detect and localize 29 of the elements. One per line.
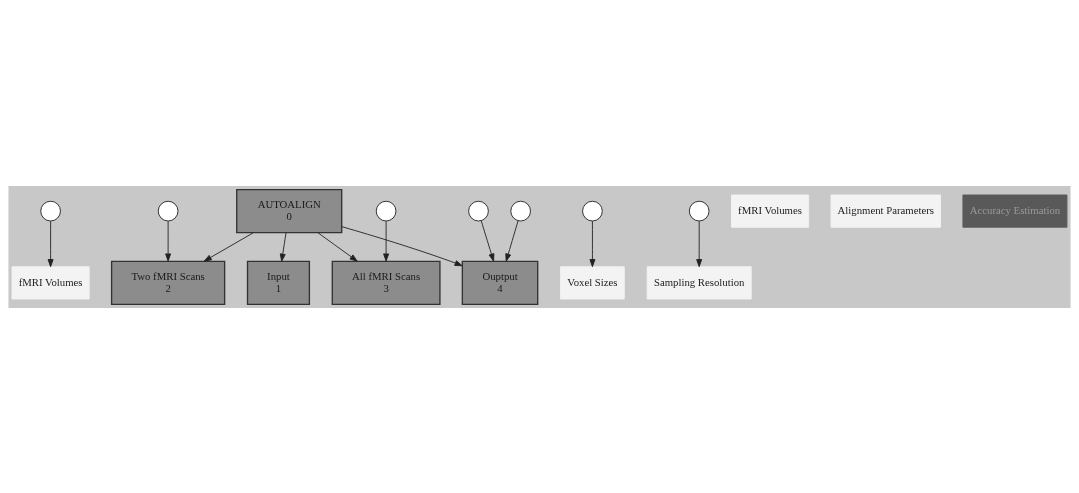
- node-box: Ouptput 4: [461, 260, 539, 305]
- node-box: Voxel Sizes: [560, 265, 625, 299]
- node-box: Two fMRI Scans 2: [110, 260, 226, 305]
- node-circle: [688, 200, 710, 221]
- node-circle: [468, 200, 489, 221]
- node-box: Sampling Resolution: [646, 265, 752, 299]
- node-box: Accuracy Estimation: [962, 194, 1068, 228]
- node-circle: [510, 200, 531, 221]
- node-box: AUTOALIGN 0: [236, 188, 343, 233]
- arrow: [383, 220, 390, 261]
- arrow: [505, 219, 519, 262]
- arrow: [317, 231, 358, 262]
- node-box: Alignment Parameters: [830, 194, 941, 228]
- arrow: [696, 220, 703, 267]
- node-box: fMRI Volumes: [731, 194, 810, 228]
- arrow: [480, 219, 495, 262]
- node-circle: [375, 200, 397, 221]
- arrow: [341, 225, 463, 266]
- arrow: [203, 231, 254, 262]
- arrow: [47, 220, 54, 267]
- node-circle: [582, 200, 603, 221]
- arrow: [279, 232, 287, 262]
- arrow: [165, 220, 172, 261]
- arrow: [589, 220, 596, 267]
- node-box: Input 1: [246, 260, 311, 305]
- node-circle: [40, 200, 61, 221]
- node-box: fMRI Volumes: [11, 265, 90, 299]
- node-box: All fMRI Scans 3: [331, 260, 441, 305]
- node-circle: [157, 200, 179, 221]
